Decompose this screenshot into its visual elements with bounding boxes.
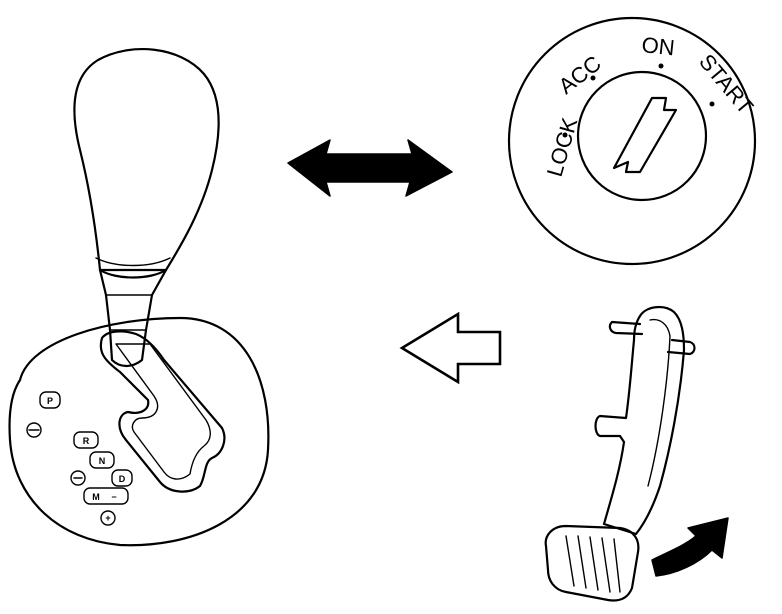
- shift-knob: [73, 48, 220, 279]
- gate-marker-p: P: [39, 391, 61, 409]
- position-dot-start: [709, 101, 715, 107]
- shift-lever-shaft: [98, 268, 168, 368]
- ignition-bezel: [507, 16, 757, 266]
- gate-marker-manual: M −: [83, 487, 129, 505]
- gate-label-plus: +: [105, 513, 110, 523]
- gate-marker-n: N: [89, 451, 115, 469]
- position-dot-on: [658, 63, 664, 69]
- gate-marker-plus: +: [100, 510, 116, 526]
- shift-knob-band: [95, 257, 171, 267]
- key-slot-icon: [612, 96, 678, 174]
- pedal-pad-ribs: [565, 535, 621, 593]
- ignition-label-start: START: [694, 49, 758, 119]
- gate-label-d: D: [119, 474, 126, 484]
- shift-lever-assembly: P R N D M − +: [8, 48, 270, 547]
- gate-label-m: M: [92, 492, 100, 502]
- gate-marker-minus-circle: [70, 470, 86, 486]
- gate-marker-d: D: [111, 469, 133, 487]
- curved-press-arrow-icon: [651, 517, 729, 577]
- double-headed-arrow-icon: [287, 139, 453, 197]
- ignition-label-acc: ACC: [554, 51, 606, 99]
- gate-marker-r: R: [73, 431, 99, 449]
- pedal-arm-edge: [647, 318, 671, 487]
- brake-pedal-assembly: [544, 306, 696, 602]
- pedal-arm: [594, 306, 686, 536]
- gate-marker-lock-circle: [26, 422, 42, 438]
- ignition-key-cylinder: [576, 70, 708, 202]
- ignition-label-lock: LOCK: [542, 115, 583, 180]
- position-dot-acc: [590, 75, 596, 81]
- gate-label-n: N: [99, 456, 106, 466]
- position-dot-lock: [562, 132, 568, 138]
- shift-gate-slot: [99, 330, 226, 493]
- gate-label-minus: −: [111, 492, 116, 502]
- ignition-label-on: ON: [640, 32, 675, 60]
- pedal-pad: [544, 524, 640, 602]
- shift-gate-inner-edge: [115, 343, 211, 480]
- gate-label-p: P: [47, 396, 53, 406]
- gate-label-r: R: [83, 436, 90, 446]
- shifter-console-plate: [8, 316, 270, 547]
- ignition-switch: LOCK ACC ON START: [507, 16, 758, 266]
- hollow-left-arrow-icon: [399, 311, 502, 385]
